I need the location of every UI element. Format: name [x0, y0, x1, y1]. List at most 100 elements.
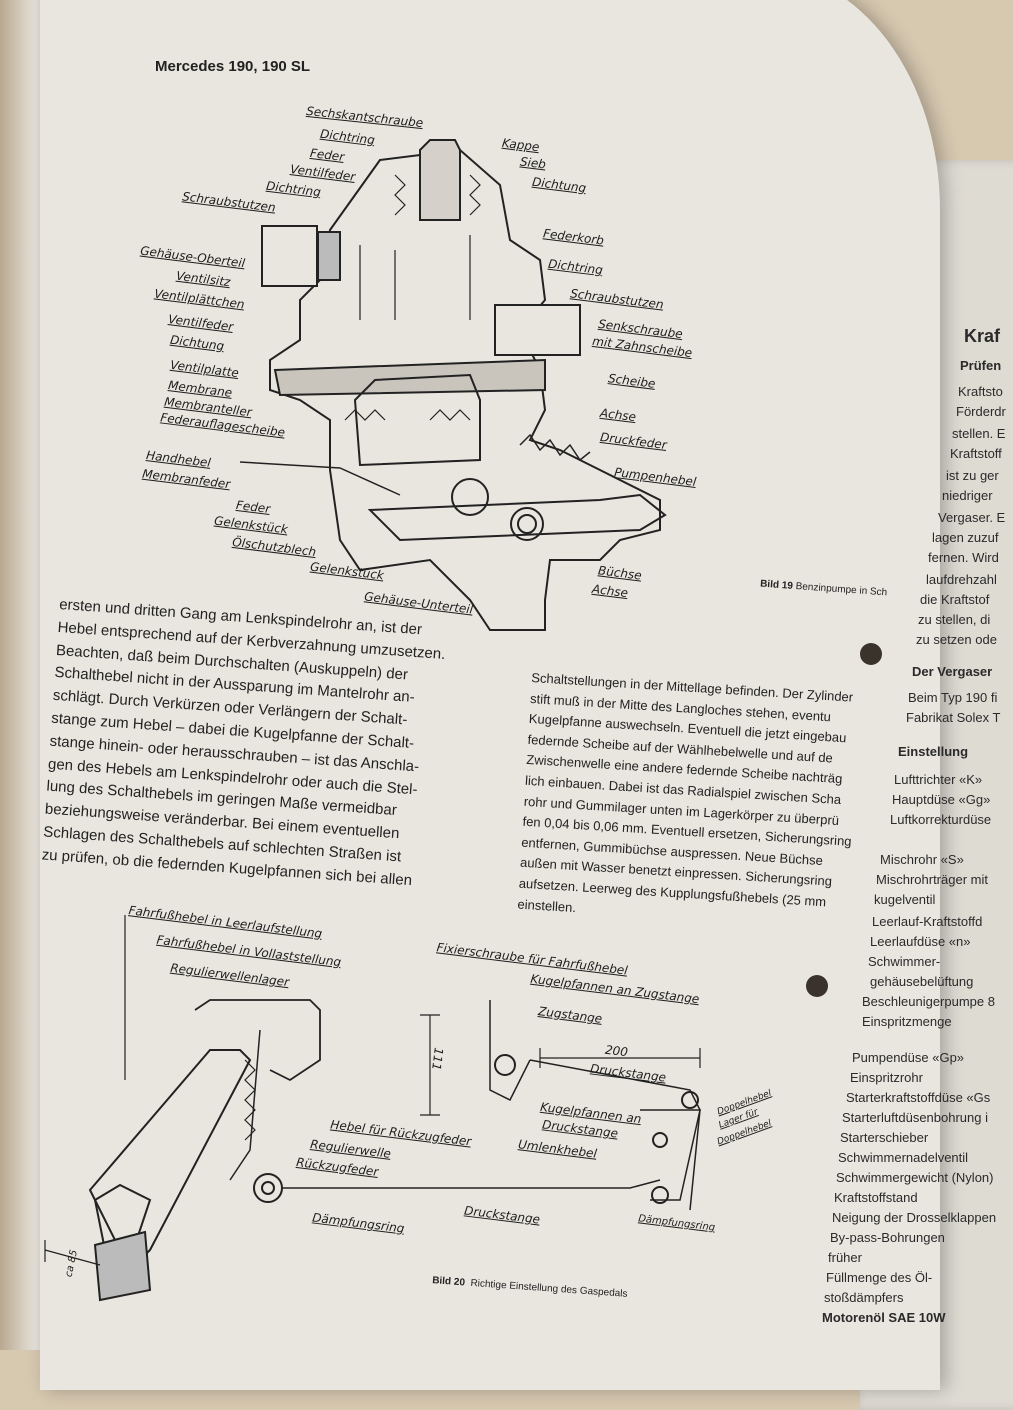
- facing-line: Kraftstoff: [950, 446, 1002, 461]
- facing-line: kugelventil: [874, 892, 936, 907]
- binder-hole-bottom: [806, 975, 828, 997]
- label-schraubstutzen-2: Schraubstutzen: [569, 286, 665, 312]
- facing-line: Kraftsto: [958, 384, 1003, 399]
- facing-line: Motorenöl SAE 10W: [822, 1310, 946, 1325]
- label-oelschutzblech: Ölschutzblech: [231, 534, 317, 560]
- label-achse-2: Achse: [591, 581, 629, 601]
- facing-line: Förderdr: [956, 404, 1006, 419]
- label-zugstange: Zugstange: [537, 1004, 603, 1026]
- label-buechse: Büchse: [597, 563, 643, 583]
- facing-line: zu setzen ode: [916, 632, 997, 647]
- facing-line: ist zu ger: [946, 468, 999, 483]
- label-pumpenhebel: Pumpenhebel: [613, 465, 698, 489]
- facing-line: Beschleunigerpumpe 8: [862, 994, 995, 1009]
- gas-pedal-drawing: [44, 915, 701, 1302]
- dimension-ca-85: ca 85: [63, 1248, 81, 1279]
- label-kappe: Kappe: [501, 135, 541, 155]
- facing-line: Luftkorrekturdüse: [890, 812, 992, 827]
- label-feder-2: Feder: [235, 497, 271, 517]
- label-dichtring-3: Dichtring: [547, 256, 604, 278]
- facing-line: Mischrohr «S»: [880, 852, 964, 867]
- label-sieb: Sieb: [519, 154, 547, 172]
- facing-line: Leerlaufdüse «n»: [870, 934, 971, 949]
- label-achse: Achse: [599, 405, 637, 425]
- figure20-caption-text: Richtige Einstellung des Gaspedals: [470, 1277, 628, 1300]
- facing-subheading: Prüfen: [960, 358, 1002, 373]
- facing-line: Schwimmer-: [868, 954, 941, 969]
- facing-line: niedriger: [942, 488, 993, 503]
- label-gelenkstueck: Gelenkstück: [213, 513, 289, 537]
- facing-line: Einspritzmenge: [862, 1014, 952, 1029]
- figure19-caption-text: Benzinpumpe in Sch: [795, 581, 888, 599]
- label-handhebel: Handhebel: [145, 448, 212, 470]
- manual-page: [40, 0, 940, 1390]
- fuel-pump-drawing: [239, 139, 667, 631]
- facing-line: fernen. Wird: [928, 550, 999, 565]
- label-kugelpfannen-zugstange: Kugelpfannen an Zugstange: [529, 971, 701, 1007]
- facing-line: Füllmenge des Öl-: [826, 1270, 933, 1285]
- facing-line: die Kraftstof: [920, 592, 990, 607]
- dimension-111: 111: [429, 1046, 446, 1072]
- label-scheibe: Scheibe: [607, 371, 657, 391]
- label-gehaeuse-oberteil: Gehäuse-Oberteil: [139, 243, 246, 271]
- label-druckstange-3: Druckstange: [463, 1203, 541, 1227]
- label-gehaeuse-unterteil: Gehäuse-Unterteil: [363, 589, 474, 617]
- label-ventilplatte: Ventilplatte: [169, 357, 240, 381]
- facing-line: Fabrikat Solex T: [906, 710, 1001, 725]
- label-daempfungsring-2: Dämpfungsring: [637, 1213, 716, 1234]
- binder-hole-top: [860, 643, 882, 665]
- label-gelenkstueck-2: Gelenkstück: [309, 559, 385, 583]
- facing-line: stellen. E: [952, 426, 1006, 441]
- facing-line: Pumpendüse «Gp»: [852, 1050, 965, 1065]
- facing-line: früher: [828, 1250, 862, 1265]
- dimension-200: 200: [604, 1042, 629, 1060]
- label-daempfungsring: Dämpfungsring: [311, 1210, 406, 1236]
- label-feder: Feder: [309, 145, 345, 165]
- label-ventilsitz: Ventilsitz: [175, 268, 232, 290]
- facing-line: Kraftstoffstand: [834, 1190, 918, 1205]
- facing-line: zu stellen, di: [918, 612, 991, 627]
- facing-line: Starterluftdüsenbohrung i: [842, 1110, 988, 1125]
- label-dichtring-2: Dichtring: [265, 178, 322, 200]
- facing-line: Hauptdüse «Gg»: [892, 792, 991, 807]
- label-federkorb: Federkorb: [542, 226, 605, 248]
- facing-line: stoßdämpfers: [824, 1290, 904, 1305]
- body-column-left: ersten und dritten Gang am Lenkspindelro…: [41, 594, 491, 897]
- facing-subheading: Einstellung: [898, 744, 969, 759]
- figure19-caption: Bild 19 Benzinpumpe in Sch: [760, 579, 888, 599]
- body-column-middle: Schaltstellungen in der Mittellage befin…: [517, 668, 853, 933]
- label-druckstange: Druckstange: [589, 1061, 667, 1085]
- facing-heading: Kraf: [964, 326, 1001, 346]
- facing-line: gehäusebelüftung: [870, 974, 974, 989]
- label-dichtring: Dichtring: [319, 126, 376, 148]
- facing-line: Schwimmergewicht (Nylon): [836, 1170, 994, 1185]
- page-header: Mercedes 190, 190 SL: [155, 58, 311, 75]
- technical-drawings: [44, 139, 701, 1302]
- figure20-caption: Bild 20 Richtige Einstellung des Gaspeda…: [432, 1275, 628, 1300]
- label-druckfeder: Druckfeder: [599, 429, 668, 453]
- facing-line: laufdrehzahl: [926, 572, 997, 587]
- label-rueckzugfeder: Rückzugfeder: [295, 1155, 380, 1179]
- facing-line: Neigung der Drosselklappen: [832, 1210, 997, 1225]
- label-dichtung: Dichtung: [169, 332, 225, 354]
- facing-line: lagen zuzuf: [932, 530, 999, 545]
- facing-line: Beim Typ 190 fi: [908, 690, 998, 705]
- facing-line: Mischrohrträger mit: [876, 872, 988, 887]
- facing-line: Schwimmernadelventil: [838, 1150, 969, 1165]
- label-membranfeder: Membranfeder: [141, 466, 232, 492]
- facing-line: Starterkraftstoffdüse «Gs: [846, 1090, 991, 1105]
- label-ventilplaettchen: Ventilplättchen: [153, 286, 246, 312]
- facing-subheading: Der Vergaser: [912, 664, 993, 679]
- label-schraubstutzen: Schraubstutzen: [181, 189, 277, 215]
- label-ventilfeder: Ventilfeder: [289, 162, 357, 184]
- label-dichtung-2: Dichtung: [531, 174, 587, 196]
- label-ventilfeder-2: Ventilfeder: [167, 312, 235, 334]
- figure20-caption-label: Bild 20: [431, 1275, 466, 1289]
- facing-line: Lufttrichter «K»: [894, 772, 983, 787]
- facing-line: Einspritzrohr: [850, 1070, 923, 1085]
- figure19-caption-label: Bild 19: [759, 578, 794, 592]
- facing-line: By-pass-Bohrungen: [830, 1230, 945, 1245]
- page-text: Mercedes 190, 190 SL Sechskantschraube D…: [41, 58, 1006, 1325]
- facing-line: Vergaser. E: [938, 510, 1006, 525]
- label-umlenkhebel: Umlenkhebel: [517, 1137, 598, 1161]
